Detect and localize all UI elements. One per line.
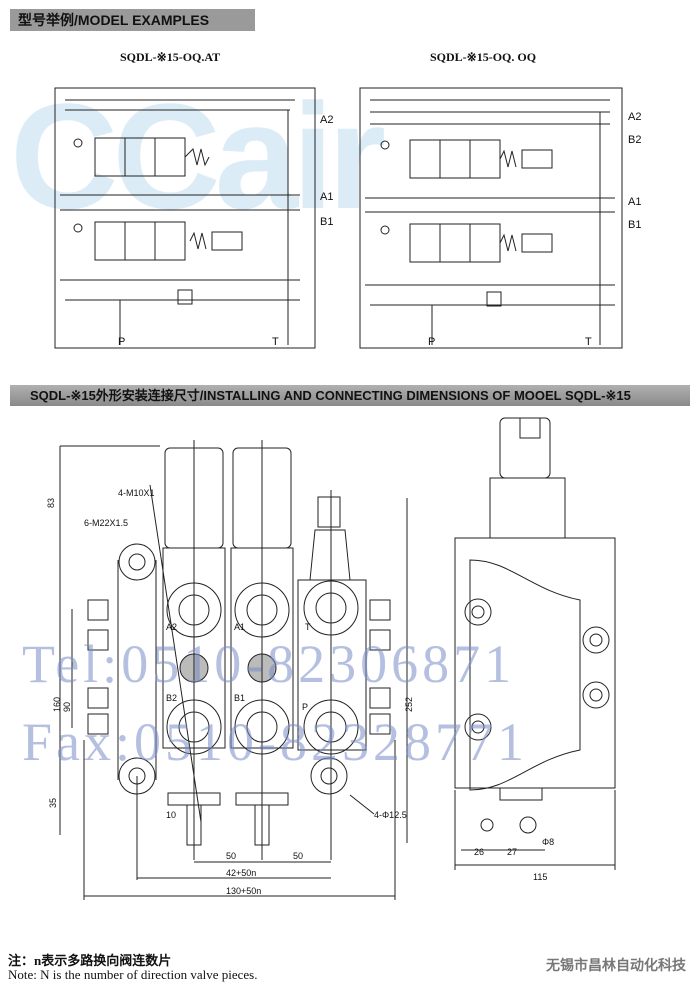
schem1-port-a1: A1: [320, 191, 333, 203]
dim-115: 115: [533, 872, 547, 882]
dim-10: 10: [166, 810, 176, 820]
port-a2-label: A2: [166, 622, 177, 632]
dim-83: 83: [46, 498, 56, 508]
watermark-tel: Tel:0510-82306871: [22, 634, 516, 694]
schematic-1: [54, 87, 316, 349]
schem2-port-p: P: [428, 336, 435, 348]
dim-160: 160: [52, 697, 62, 712]
watermark-fax: Fax:0510-82328771: [22, 712, 528, 772]
schem2-port-t: T: [585, 336, 592, 348]
side-view: [454, 417, 616, 870]
schematic-2: [359, 87, 623, 349]
dim-130-50n: 130+50n: [226, 886, 261, 896]
callout-pin-phi8: Φ8: [542, 837, 554, 847]
front-view: [59, 440, 408, 900]
callout-hole: 4-Φ12.5: [374, 810, 407, 820]
schem1-port-b1: B1: [320, 216, 333, 228]
schem2-port-b1: B1: [628, 219, 641, 231]
port-p-label: P: [302, 702, 308, 712]
schem1-port-t: T: [272, 336, 279, 348]
schem2-port-b2: B2: [628, 134, 641, 146]
port-a1-label: A1: [234, 622, 245, 632]
dim-42-50n: 42+50n: [226, 868, 256, 878]
section-header-model-examples: 型号举例/MODEL EXAMPLES: [10, 9, 255, 31]
dim-252: 252: [404, 697, 414, 712]
dim-26: 26: [474, 847, 484, 857]
section-header-dimensions: SQDL-※15外形安装连接尺寸/INSTALLING AND CONNECTI…: [10, 385, 690, 406]
note-english: Note: N is the number of direction valve…: [8, 967, 258, 982]
dim-27: 27: [507, 847, 517, 857]
dim-35: 35: [48, 798, 58, 808]
dim-50b: 50: [293, 851, 303, 861]
note-chinese: 注：n表示多路换向阀连数片: [8, 953, 172, 968]
model-name-1: SQDL-※15-OQ.AT: [120, 50, 221, 64]
port-b1-label: B1: [234, 693, 245, 703]
dim-90: 90: [62, 702, 72, 712]
schem1-port-a2: A2: [320, 114, 333, 126]
dim-50a: 50: [226, 851, 236, 861]
schem2-port-a2: A2: [628, 111, 641, 123]
port-b2-label: B2: [166, 693, 177, 703]
callout-m22: 6-M22X1.5: [84, 518, 128, 528]
schem2-port-a1: A1: [628, 196, 641, 208]
callout-m10: 4-M10X1: [118, 488, 155, 498]
port-t-label: T: [305, 622, 311, 632]
company-name: 无锡市昌林自动化科技: [546, 957, 686, 973]
schem1-port-p: P: [118, 336, 125, 348]
model-name-2: SQDL-※15-OQ. OQ: [430, 50, 537, 64]
